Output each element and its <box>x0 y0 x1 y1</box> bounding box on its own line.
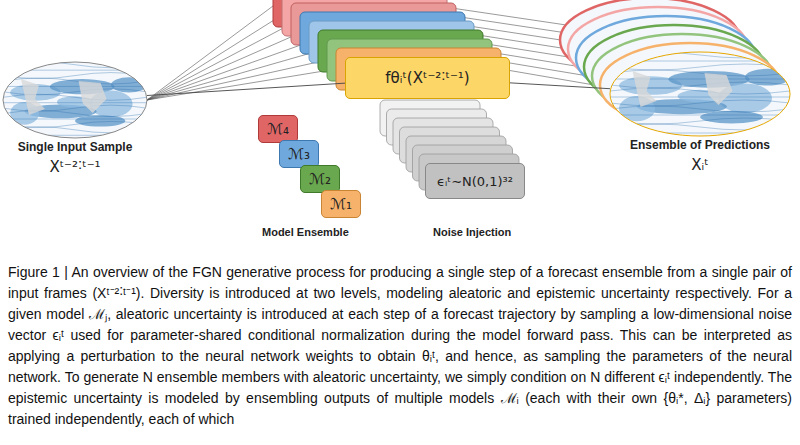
connector <box>147 83 345 95</box>
math-label: ℳ₄ <box>267 120 289 138</box>
connector <box>510 83 610 89</box>
math-symbol: Xᵗ⁻²˸ᵗ⁻¹ <box>49 158 100 176</box>
math-label: ϵᵢᵗ∼N(0,1)³² <box>437 174 513 189</box>
model-box: ℳ₄ <box>258 115 298 143</box>
node-heading: Ensemble of Predictions <box>630 138 770 152</box>
math-label: ℳ₂ <box>309 170 331 188</box>
math-label: fθᵢᵗ(Xᵗ⁻²˸ᵗ⁻¹) <box>385 69 469 87</box>
model-box: ℳ₁ <box>321 190 361 218</box>
figure-caption: Figure 1 | An overview of the FGN genera… <box>8 262 792 430</box>
noise-box: ϵᵢᵗ∼N(0,1)³² <box>425 163 525 199</box>
section-label: Model Ensemble <box>262 226 349 238</box>
globe-map <box>610 52 790 136</box>
node-heading: Single Input Sample <box>18 140 133 154</box>
math-label: ℳ₃ <box>288 145 310 163</box>
model-function-box: fθᵢᵗ(Xᵗ⁻²˸ᵗ⁻¹) <box>345 57 510 99</box>
input-map: Single Input SampleXᵗ⁻²˸ᵗ⁻¹ <box>3 62 147 138</box>
globe-map <box>3 62 147 138</box>
model-box: ℳ₂ <box>300 165 340 193</box>
math-symbol: Xᵢᵗ <box>691 156 708 174</box>
math-label: ℳ₁ <box>330 195 352 213</box>
prediction-map: Ensemble of PredictionsXᵢᵗ <box>610 52 790 136</box>
model-box: ℳ₃ <box>279 140 319 168</box>
section-label: Noise Injection <box>433 226 511 238</box>
